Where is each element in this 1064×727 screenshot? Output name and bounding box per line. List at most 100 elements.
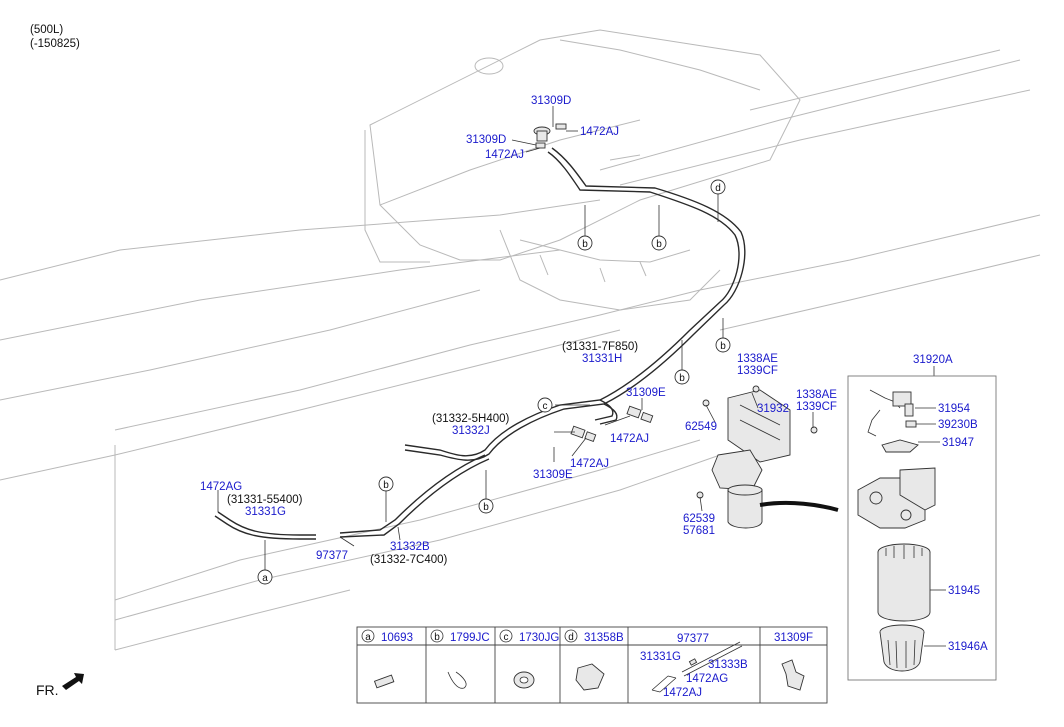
legend-part-b: 1799JC [450,632,490,644]
callout-b-2-label: b [656,239,662,250]
callout-b-6-label: b [383,480,389,491]
legend-part-31309F: 31309F [774,632,813,644]
filter-detail-box: 31920A 31954 39230B 31947 31945 31946A [847,354,997,681]
kit-pipe-part [681,641,743,677]
legend-cell-31309F[interactable]: 31309F [774,632,813,691]
front-label: FR. [36,682,59,698]
label-31332J[interactable]: 31332J [452,425,490,437]
label-1472AG[interactable]: 1472AG [200,481,242,493]
callout-a [257,569,273,585]
label-39230B[interactable]: 39230B [938,419,978,431]
separator-bowl-part [879,631,925,672]
label-31932[interactable]: 31932 [757,403,789,415]
part-labels: 31309D 1472AJ 31309D 1472AJ (31331-7F850… [200,95,837,566]
legend-cell-c[interactable]: c 1730JG [499,629,559,689]
legend-letter-b: b [434,632,440,643]
callout-c-label: c [543,401,548,412]
label-31946A[interactable]: 31946A [948,641,988,653]
label-62549[interactable]: 62549 [685,421,717,433]
legend-part-a: 10693 [381,632,413,644]
front-indicator: FR. [36,673,84,698]
leader-lines [217,106,814,570]
legend-kit-31333B: 31333B [708,659,748,671]
callout-b-3 [715,337,731,353]
legend-kit-1472AJ: 1472AJ [663,687,702,699]
fuel-filter-assembly [711,449,763,529]
pipe-clamp-part [447,671,467,689]
label-31332-7C400: (31332-7C400) [370,554,448,566]
legend-letter-a: a [365,632,371,643]
label-31332B[interactable]: 31332B [390,541,430,553]
legend-cell-d[interactable]: d 31358B [564,629,624,691]
label-1472AJ-left[interactable]: 1472AJ [485,149,524,161]
callout-b-5-label: b [483,502,489,513]
label-31309E-a[interactable]: 31309E [626,387,666,399]
label-31954[interactable]: 31954 [938,403,971,415]
callout-b-1-label: b [582,239,588,250]
callout-b-6 [378,476,394,492]
callout-d-top [710,179,726,195]
callout-a-label: a [262,573,268,584]
label-31945[interactable]: 31945 [948,585,980,597]
callout-d-top-label: d [715,183,721,194]
callout-b-3-label: b [720,341,726,352]
label-97377[interactable]: 97377 [316,550,348,562]
label-31920A[interactable]: 31920A [913,354,953,366]
legend-kit-97377: 97377 [677,633,709,645]
legend-part-c: 1730JG [519,632,559,644]
o-ring-part [905,420,917,428]
bracket-clip-part [881,439,919,453]
sensor-connector-part [892,391,912,407]
label-62539[interactable]: 62539 [683,513,715,525]
kit-hose-part [651,675,677,693]
callout-c [537,397,553,413]
filter-head-bracket-part [899,467,936,511]
label-1472AJ-top[interactable]: 1472AJ [580,126,619,138]
mid-connectors [570,405,654,443]
label-1339CF-a[interactable]: 1339CF [737,365,778,377]
label-31309D-left[interactable]: 31309D [466,134,506,146]
pipe-clips-top [535,123,567,149]
label-31331-7F850: (31331-7F850) [562,341,638,353]
label-31331H[interactable]: 31331H [582,353,622,365]
fuel-tank-cap [533,126,551,142]
serial-note: (-150825) [30,38,80,50]
label-31947[interactable]: 31947 [942,437,974,449]
filter-bracket [696,385,818,499]
legend-cell-kit[interactable]: 97377 31331G 31333B 1472AG 1472AJ [640,633,748,699]
label-57681[interactable]: 57681 [683,525,715,537]
label-1472AJ-low[interactable]: 1472AJ [570,458,609,470]
legend-part-d: 31358B [584,632,624,644]
legend-cell-b[interactable]: b 1799JC [430,629,490,689]
detail-pointer [759,500,839,512]
rubber-hose-part [373,674,395,689]
label-1338AE-b[interactable]: 1338AE [796,389,837,401]
label-1472AJ-mid[interactable]: 1472AJ [610,433,649,445]
callout-b-2 [651,235,667,251]
legend-kit-31331G: 31331G [640,651,681,663]
label-31309D-top[interactable]: 31309D [531,95,571,107]
label-1339CF-b[interactable]: 1339CF [796,401,837,413]
detail-frame [847,375,997,681]
legend-cell-a[interactable]: a 10693 [361,629,413,689]
label-31309E-b[interactable]: 31309E [533,469,573,481]
legend-letter-d: d [568,632,574,643]
callout-b-5 [478,498,494,514]
pipe-callouts: d b b b b c b b a [257,179,731,585]
vehicle-body-outline [0,29,1041,651]
legend-table: a 10693 b 1799JC c 1730JG d 31358B 9 [356,626,828,704]
label-31332-5H400: (31332-5H400) [432,413,510,425]
front-arrow-icon [62,673,84,690]
label-31331G[interactable]: 31331G [245,506,286,518]
pipe-holder-part [575,663,605,691]
callout-b-4 [674,369,690,385]
variant-note: (500L) [30,24,63,36]
sensor-part [904,403,914,417]
label-31331-55400: (31331-55400) [227,494,303,506]
fuel-pipes [214,147,746,540]
label-1338AE-a[interactable]: 1338AE [737,353,778,365]
legend-letter-c: c [504,632,509,643]
callout-b-4-label: b [679,373,685,384]
legend-kit-1472AG: 1472AG [686,673,728,685]
